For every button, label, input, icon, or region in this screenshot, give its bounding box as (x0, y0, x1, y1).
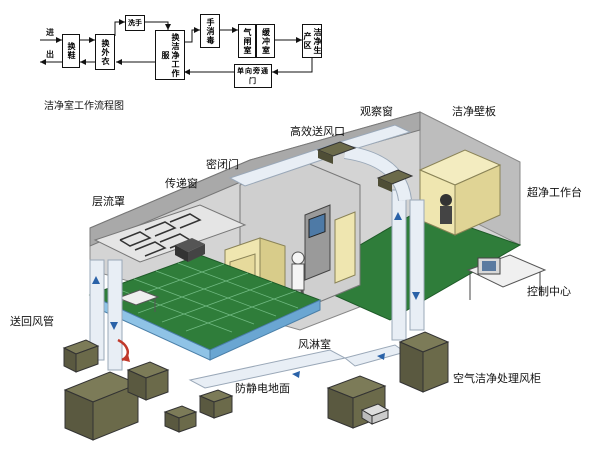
flow-out-label: 出 (46, 50, 54, 59)
flow-step-clean-zone: 洁净生产区 (302, 24, 322, 58)
equipment-boxes (62, 331, 450, 441)
label-super-clean-bench: 超净工作台 (527, 186, 582, 199)
flow-in-label: 进 (46, 28, 54, 37)
label-antistatic-floor: 防静电地面 (235, 382, 290, 395)
flowchart-caption: 洁净室工作流程图 (44, 101, 124, 112)
flow-step-one-way-door: 单向旁通门 (234, 64, 272, 88)
control-center-desk (466, 254, 547, 300)
super-clean-bench (418, 149, 502, 236)
flow-step-airlock: 气闸室 (238, 24, 256, 58)
flow-step-outer-clothes: 换外衣 (95, 34, 115, 70)
label-air-shower-room: 风淋室 (298, 338, 331, 351)
label-return-duct: 送回风管 (10, 315, 54, 328)
flow-step-shoes: 换鞋 (62, 34, 80, 68)
laminar-hood (93, 204, 247, 263)
flow-step-clean-clothes: 换洁净工作服 (155, 30, 185, 80)
label-ahu-cabinet: 空气洁净处理风柜 (453, 372, 541, 385)
label-clean-wall: 洁净壁板 (452, 105, 496, 118)
hepa-outlets (316, 141, 414, 192)
label-pass-box: 传递窗 (165, 177, 198, 190)
label-observation-window: 观察窗 (360, 105, 393, 118)
label-airtight-door: 密闭门 (206, 158, 239, 171)
label-hepa-outlet: 高效送风口 (290, 125, 345, 138)
flow-step-buffer: 缓冲室 (256, 24, 275, 58)
pass-box (175, 238, 205, 262)
label-laminar-hood: 层流罩 (92, 195, 125, 208)
flow-step-wash-hands: 洗手 (125, 15, 145, 31)
airflow-arrows (92, 212, 420, 378)
flow-step-hand-disinfect: 手消毒 (200, 14, 220, 48)
label-control-center: 控制中心 (527, 285, 571, 298)
